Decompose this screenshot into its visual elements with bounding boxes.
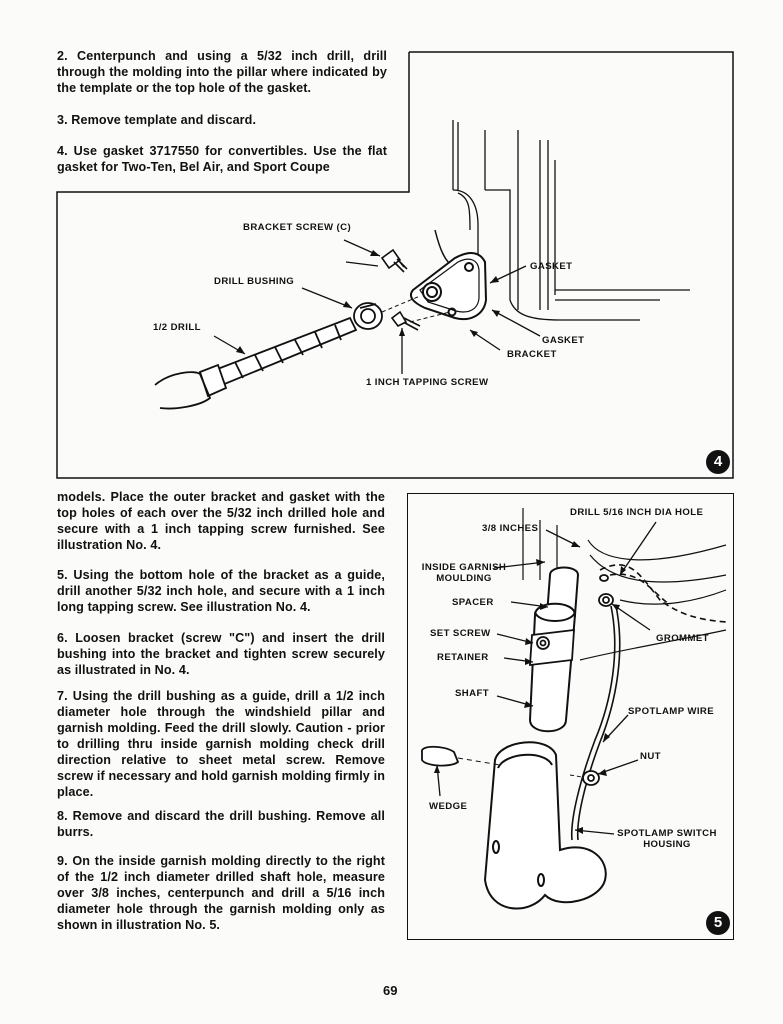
label-spotlamp-wire: SPOTLAMP WIRE	[628, 706, 715, 717]
label-grommet: GROMMET	[656, 633, 709, 644]
label-switch-line-1: SPOTLAMP SWITCH	[617, 828, 717, 839]
windshield-pillar	[434, 120, 690, 321]
bracket-shape	[409, 252, 488, 320]
label-tapping-screw: 1 INCH TAPPING SCREW	[366, 377, 489, 388]
step-8-text: 8. Remove and discard the drill bushing.…	[57, 809, 385, 839]
label-retainer: RETAINER	[437, 652, 489, 663]
label-inside-garnish-moulding: INSIDE GARNISH MOULDING	[418, 562, 510, 584]
label-switch-line-2: HOUSING	[643, 839, 691, 850]
label-gasket: GASKET	[542, 335, 585, 346]
label-gasket-top: GASKET	[530, 261, 573, 272]
label-spacer: SPACER	[452, 597, 494, 608]
drill-bushing	[353, 302, 383, 330]
figure-4-badge: 4	[706, 450, 730, 474]
step-4-text: 4. Use gasket 3717550 for convertibles. …	[57, 144, 387, 174]
label-spotlamp-switch-housing: SPOTLAMP SWITCH HOUSING	[612, 828, 722, 850]
bracket-screw-c	[380, 248, 408, 273]
step-2-text: 2. Centerpunch and using a 5/32 inch dri…	[57, 49, 387, 95]
step-3-text: 3. Remove template and discard.	[57, 113, 257, 127]
tapping-screw	[390, 310, 421, 331]
label-bracket: BRACKET	[507, 349, 557, 360]
figure-4-leaders	[213, 239, 541, 374]
wedge	[421, 745, 583, 778]
step-6-text: 6. Loosen bracket (screw "C") and insert…	[57, 631, 385, 677]
label-shaft: SHAFT	[455, 688, 489, 699]
label-garnish-line-1: INSIDE GARNISH	[421, 562, 507, 573]
grommet	[598, 574, 614, 607]
label-wedge: WEDGE	[429, 801, 468, 812]
figure-4-arrowheads	[236, 250, 500, 354]
label-half-inch-drill: 1/2 DRILL	[153, 322, 201, 333]
shaft	[528, 602, 577, 733]
step-7-text: 7. Using the drill bushing as a guide, d…	[57, 689, 385, 799]
figure-5-badge: 5	[706, 911, 730, 935]
label-bracket-screw-c: BRACKET SCREW (C)	[243, 222, 352, 233]
label-garnish-line-2: MOULDING	[436, 573, 492, 584]
spotlamp-wire	[570, 605, 621, 841]
spotlamp-switch-housing	[483, 741, 607, 910]
half-inch-drill	[154, 316, 358, 410]
label-three-eighths-inches: 3/8 INCHES	[482, 523, 539, 534]
label-set-screw: SET SCREW	[430, 628, 491, 639]
nut	[582, 770, 600, 786]
figure-5-arrowheads	[434, 541, 626, 834]
figure-5-frame	[407, 493, 734, 940]
page-number: 69	[383, 983, 398, 998]
step-9-text: 9. On the inside garnish molding directl…	[57, 854, 385, 932]
retainer	[529, 628, 575, 667]
label-drill-bushing: DRILL BUSHING	[214, 276, 295, 287]
step-4-continued-text: models. Place the outer bracket and gask…	[57, 490, 385, 552]
label-nut: NUT	[640, 751, 661, 762]
label-drill-hole: DRILL 5/16 INCH DIA HOLE	[570, 507, 704, 518]
drill-hole-guide	[599, 564, 727, 623]
step-5-text: 5. Using the bottom hole of the bracket …	[57, 568, 385, 614]
